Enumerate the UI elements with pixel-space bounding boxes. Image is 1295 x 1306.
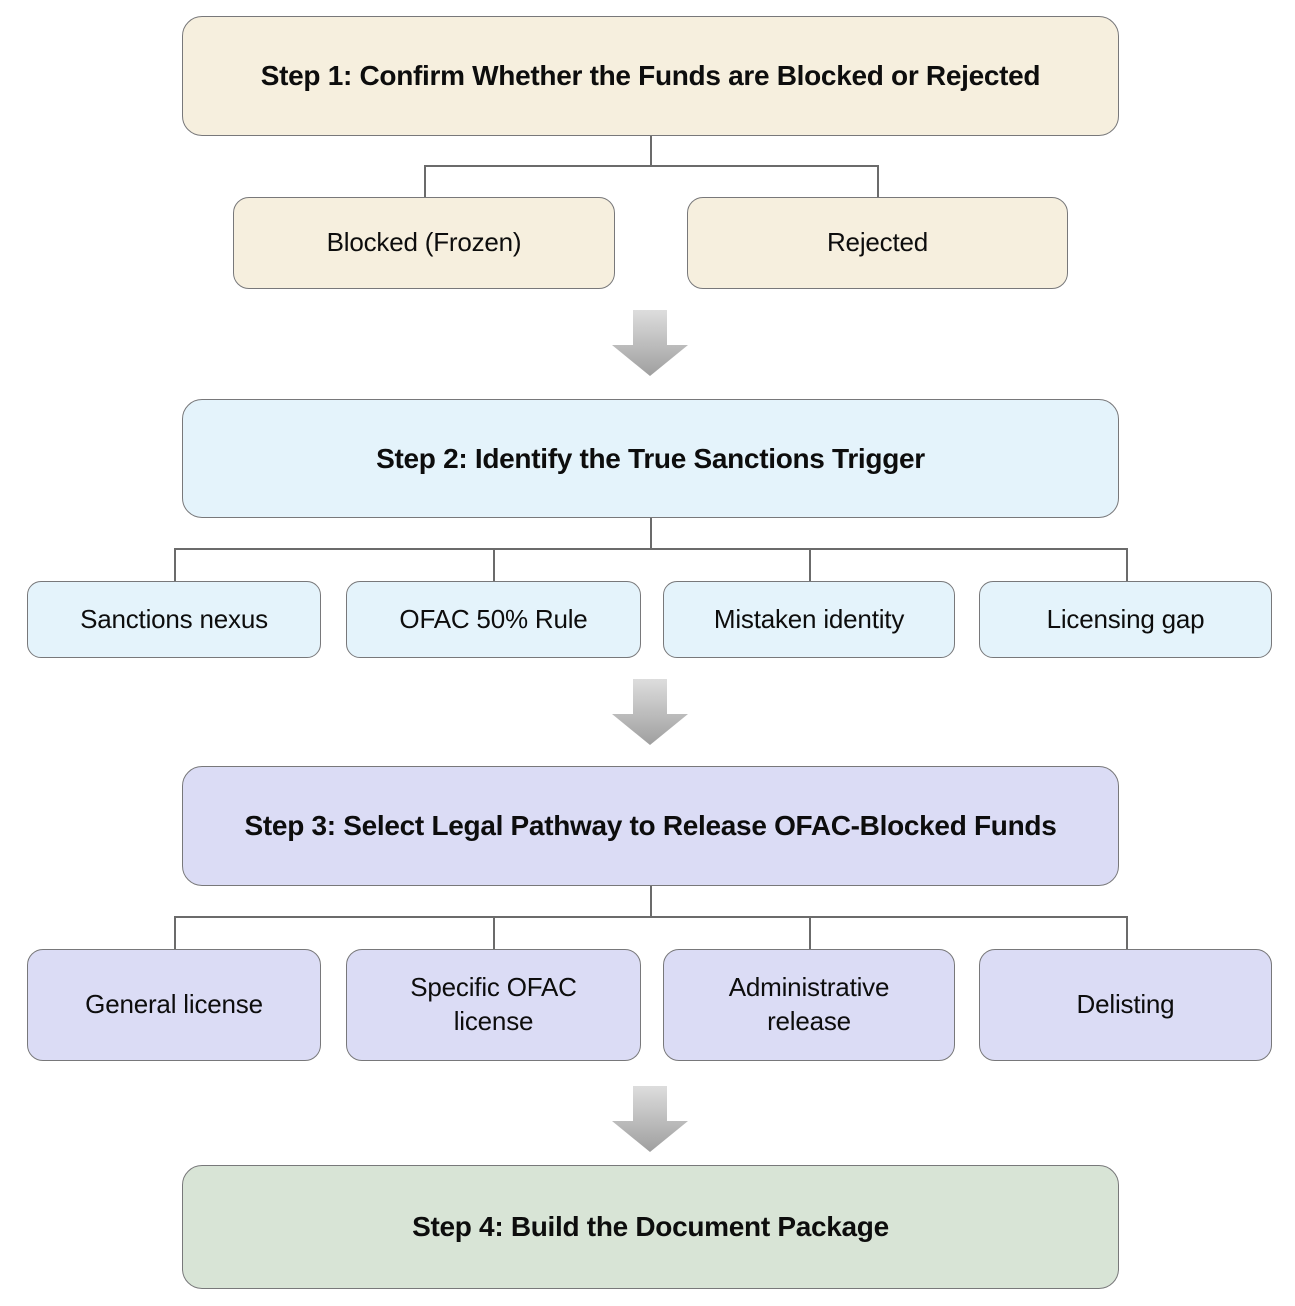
- child-administrative-release-label: Administrative release: [728, 972, 890, 1036]
- step3-box: Step 3: Select Legal Pathway to Release …: [182, 766, 1119, 886]
- connector3-drop-line-2: [493, 916, 495, 950]
- connector2-drop-line-4: [1126, 548, 1128, 582]
- connector3-drop-line-3: [809, 916, 811, 950]
- child-general-license: General license: [27, 949, 321, 1061]
- child-blocked-frozen-label: Blocked (Frozen): [326, 227, 522, 258]
- child-administrative-release: Administrative release: [663, 949, 955, 1061]
- step4-box: Step 4: Build the Document Package: [182, 1165, 1119, 1289]
- child-rejected: Rejected: [687, 197, 1068, 289]
- connector3-stub-line: [650, 886, 652, 916]
- arrow-down-icon-1: [612, 310, 688, 376]
- child-sanctions-nexus: Sanctions nexus: [27, 581, 321, 658]
- connector2-rail-line: [174, 548, 1126, 550]
- child-ofac-50-rule-label: OFAC 50% Rule: [399, 603, 588, 634]
- connector3-rail-line: [174, 916, 1126, 918]
- step2-box: Step 2: Identify the True Sanctions Trig…: [182, 399, 1119, 518]
- connector3-drop-line-1: [174, 916, 176, 950]
- connector2-drop-line-1: [174, 548, 176, 582]
- child-blocked-frozen: Blocked (Frozen): [233, 197, 615, 289]
- arrow-down-icon-3: [612, 1086, 688, 1152]
- child-licensing-gap-label: Licensing gap: [1046, 603, 1205, 634]
- step1-title: Step 1: Confirm Whether the Funds are Bl…: [260, 60, 1041, 91]
- child-ofac-50-rule: OFAC 50% Rule: [346, 581, 641, 658]
- child-sanctions-nexus-label: Sanctions nexus: [80, 603, 268, 634]
- child-mistaken-identity: Mistaken identity: [663, 581, 955, 658]
- child-general-license-label: General license: [85, 989, 263, 1020]
- step1-box: Step 1: Confirm Whether the Funds are Bl…: [182, 16, 1119, 136]
- child-specific-ofac-license: Specific OFAC license: [346, 949, 641, 1061]
- step3-title: Step 3: Select Legal Pathway to Release …: [244, 810, 1057, 841]
- child-delisting-label: Delisting: [1076, 989, 1175, 1020]
- child-licensing-gap: Licensing gap: [979, 581, 1272, 658]
- connector3-drop-line-4: [1126, 916, 1128, 950]
- child-mistaken-identity-label: Mistaken identity: [713, 603, 905, 634]
- child-specific-ofac-license-label: Specific OFAC license: [410, 972, 577, 1036]
- connector1-rail-line: [424, 165, 878, 167]
- connector2-drop-line-2: [493, 548, 495, 582]
- step4-title: Step 4: Build the Document Package: [412, 1211, 889, 1242]
- connector2-stub-line: [650, 518, 652, 548]
- connector1-stub-line: [650, 136, 652, 165]
- connector2-drop-line-3: [809, 548, 811, 582]
- child-rejected-label: Rejected: [826, 227, 929, 258]
- arrow-down-icon-2: [612, 679, 688, 745]
- connector1-drop-line-2: [877, 165, 879, 198]
- step2-title: Step 2: Identify the True Sanctions Trig…: [376, 442, 925, 474]
- connector1-drop-line-1: [424, 165, 426, 198]
- child-delisting: Delisting: [979, 949, 1272, 1061]
